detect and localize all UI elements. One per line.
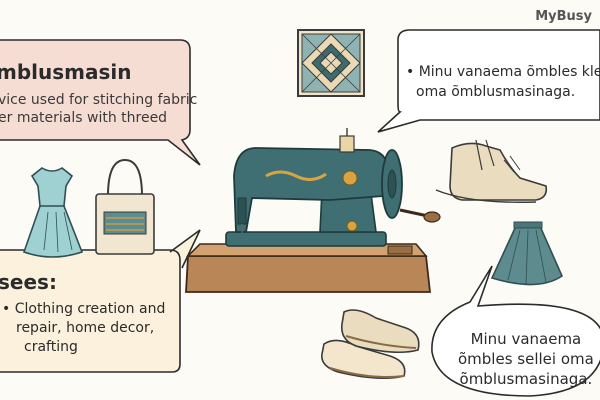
uses-line: • Clothing creation and — [2, 301, 166, 317]
definition-title: mblusmasin — [0, 60, 132, 84]
quote-bottom-line: õmbles sellei oma — [458, 350, 594, 368]
definition-bubble — [0, 39, 201, 166]
uses-title: sees: — [0, 270, 57, 294]
sewing-machine-icon — [185, 128, 441, 293]
quote-bottom-text: Minu vanaema õmbles sellei oma õmblusmas… — [458, 329, 594, 389]
definition-line: er materials with threed — [0, 110, 168, 126]
tote-bag-icon — [95, 158, 155, 255]
definition-line: vice used for stitching fabric — [0, 92, 198, 108]
quote-top-line: oma õmblusmasinaga. — [416, 84, 576, 100]
boot-icon — [435, 139, 548, 203]
quote-bottom-bubble — [431, 265, 600, 397]
dress-icon — [22, 167, 84, 258]
quote-top-line: • Minu vanaema õmbles kleidi — [406, 64, 600, 80]
quote-bottom-line: Minu vanaema — [470, 330, 582, 348]
quote-bottom-line: õmblusmasinaga. — [459, 370, 593, 388]
brand-logo: MyBusy — [535, 9, 592, 24]
definition-text: vice used for stitching fabric er materi… — [0, 91, 197, 127]
shoes-icon — [321, 309, 420, 380]
quilt-block-icon — [297, 29, 365, 97]
uses-text: • Clothing creation and repair, home dec… — [2, 300, 165, 357]
uses-line: crafting — [24, 339, 78, 355]
uses-line: repair, home decor, — [16, 320, 155, 336]
skirt-icon — [490, 221, 564, 286]
quote-top-text: • Minu vanaema õmbles kleidi oma õmblusm… — [406, 62, 600, 102]
quote-top-bubble — [377, 29, 600, 133]
